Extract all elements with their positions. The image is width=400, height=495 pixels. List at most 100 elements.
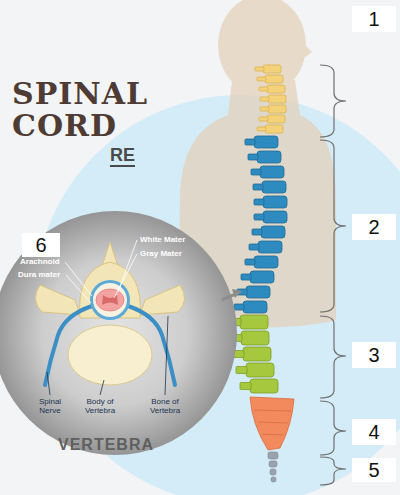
thoracic-vertebrae-part [248,154,258,160]
inset-circle-part [0,211,237,455]
vertebra-cross-section-part [140,285,185,315]
inset-arrow [222,289,242,300]
diagram-title: SPINAL CORD [12,78,187,142]
lumbar-vertebrae-part [236,367,247,374]
vertebra-cross-section-part [90,280,130,320]
cervical-vertebrae-part [259,117,268,121]
thoracic-vertebrae-part [245,139,255,145]
lumbar-vertebrae-part [250,379,278,393]
cervical-vertebrae-part [267,85,285,93]
thoracic-vertebrae-part [246,286,270,298]
vertebra-cross-section-part [96,289,124,311]
thoracic-vertebrae-part [258,241,282,253]
part-label: Arachnoid [20,258,60,267]
thoracic-vertebrae-part [254,256,278,268]
part-label: Dura mater [18,271,60,280]
region-brackets-part [320,316,346,398]
callout-box: 2 [352,214,396,240]
cervical-vertebrae-part [265,75,283,83]
thoracic-vertebrae-part [254,199,264,205]
lumbar-vertebrae-part [241,331,269,345]
cervical-vertebrae [255,65,286,133]
cervical-vertebrae-part [265,125,283,133]
vertebra-cross-section-part [93,283,127,317]
vertebra-cross-section-part [80,262,141,318]
thoracic-vertebrae-part [262,181,286,193]
sacrum [250,397,294,450]
cervical-vertebrae-part [260,97,269,101]
part-label: Bone of Vertebra [145,398,185,416]
callout-number: 5 [368,460,379,480]
coccyx-part [271,477,276,482]
coccyx [268,452,278,482]
logo-text: RE [110,146,135,167]
vertebra-cross-section-part [45,306,92,385]
inset-caption: VERTEBRA [58,436,154,454]
thoracic-vertebrae-part [261,226,285,238]
thoracic-vertebrae-part [251,169,261,175]
callout-box: 5 [352,458,396,482]
thoracic-vertebrae-part [253,184,263,190]
part-label: Spinal Nerve [34,398,66,416]
inset-arrow-part [232,289,242,298]
thoracic-vertebrae-part [234,304,244,310]
cervical-vertebrae-part [268,105,286,113]
thoracic-vertebrae-part [254,214,264,220]
callout-number: 6 [35,235,46,255]
callout-box: 4 [352,419,396,445]
coccyx-part [268,452,278,459]
thoracic-vertebrae [234,136,287,313]
region-brackets-part [320,401,346,455]
lumbar-vertebrae-part [240,383,251,390]
cervical-vertebrae-part [259,87,268,91]
leader-lines-part [47,372,50,395]
lumbar-vertebrae [230,315,278,393]
body-silhouette-part [300,40,312,58]
sacrum-part [254,410,291,435]
region-brackets-part [320,65,346,137]
callout-number: 3 [368,345,379,365]
thoracic-vertebrae-part [245,259,255,265]
leader-lines-part [114,254,137,298]
inset-arrow-part [222,294,236,300]
callout-box: 3 [352,342,396,368]
coccyx-part [269,461,277,467]
callout-box: 1 [352,6,396,32]
thoracic-vertebrae-part [263,211,287,223]
part-label: Body of Vertebra [80,398,120,416]
region-brackets [320,65,346,485]
lumbar-vertebrae-part [240,315,268,329]
cervical-vertebrae-part [255,67,264,71]
leader-lines-part [100,380,104,395]
thoracic-vertebrae-part [241,274,251,280]
vertebra-cross-section-part [35,285,80,315]
part-label: White Mater [140,236,185,245]
cervical-vertebrae-part [257,77,266,81]
lumbar-vertebrae-part [246,363,274,377]
sacrum-part [250,397,294,450]
cervical-vertebrae-part [260,107,269,111]
cervical-vertebrae-part [268,95,286,103]
callout-number: 1 [368,9,379,29]
coccyx-part [270,469,276,475]
leader-lines-part [165,316,168,395]
cervical-vertebrae-part [257,127,266,131]
cervical-vertebrae-part [263,65,281,73]
thoracic-vertebrae-part [260,166,284,178]
thoracic-vertebrae-part [252,229,262,235]
thoracic-vertebrae-part [250,271,274,283]
thoracic-vertebrae-part [263,196,287,208]
inset-circle [0,211,237,455]
callout-number: 2 [368,217,379,237]
vertebra-cross-section-part [68,325,152,385]
region-brackets-part [320,457,346,485]
thoracic-vertebrae-part [243,301,267,313]
thoracic-vertebrae-part [257,151,281,163]
lumbar-vertebrae-part [243,347,271,361]
vertebra-cross-section-part [102,295,118,305]
thoracic-vertebrae-part [249,244,259,250]
cervical-vertebrae-part [267,115,285,123]
callout-number: 4 [368,422,379,442]
